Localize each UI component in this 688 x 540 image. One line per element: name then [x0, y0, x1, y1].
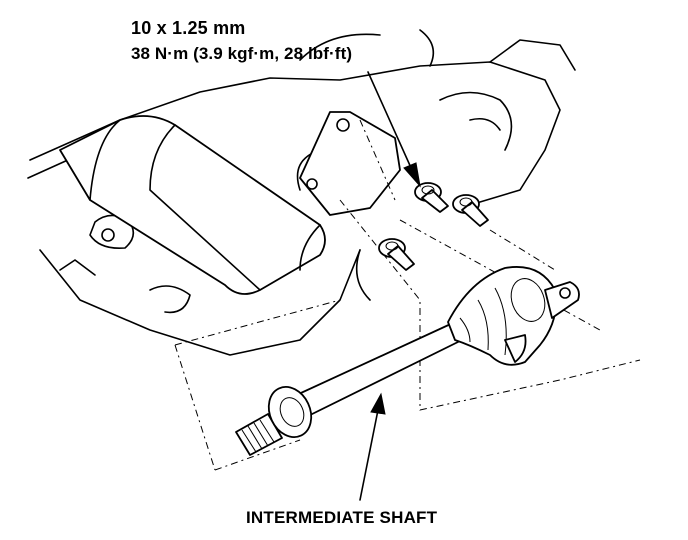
mounting-bracket [299, 111, 401, 216]
torque-spec-label: 38 N·m (3.9 kgf·m, 28 lbf·ft) [131, 44, 353, 63]
intermediate-shaft-label: INTERMEDIATE SHAFT [246, 508, 438, 527]
bolt-size-label: 10 x 1.25 mm [131, 18, 246, 38]
shaft-housing [59, 115, 326, 295]
torque-leader-arrow [367, 71, 421, 188]
part-leader-arrow [359, 392, 386, 501]
intermediate-shaft [235, 266, 580, 456]
bolt-1 [414, 182, 449, 213]
bolt-2 [452, 194, 489, 227]
bolt-3 [378, 238, 415, 271]
engine-block-outline [27, 29, 576, 356]
